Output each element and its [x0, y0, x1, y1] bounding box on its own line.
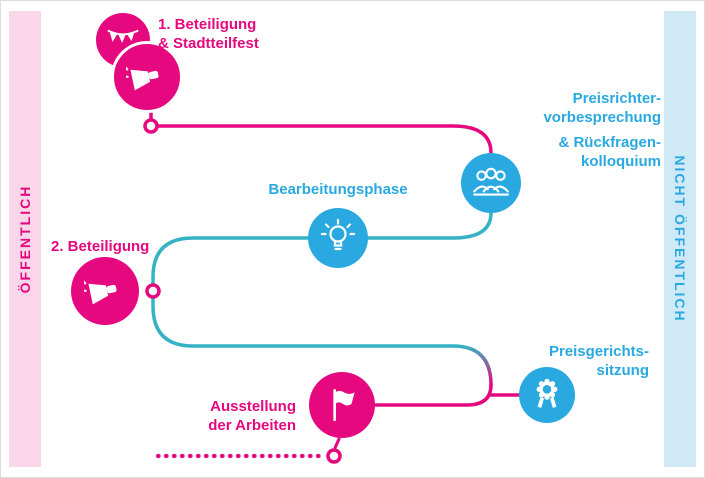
bunting-icon	[107, 29, 139, 43]
flow-segment-5-gradient	[451, 344, 493, 387]
milestone-node-3	[326, 448, 342, 464]
public-band: ÖFFENTLICH	[9, 11, 41, 467]
jury-session-badge	[519, 367, 575, 423]
jury-panel-icon	[473, 167, 509, 196]
lightbulb-icon	[320, 218, 356, 251]
megaphone-icon	[84, 278, 117, 305]
flow-segment-1	[156, 124, 493, 155]
work-phase-badge	[308, 208, 368, 268]
flow-segment-6	[374, 383, 493, 407]
megaphone-icon	[126, 64, 159, 91]
participation-1-label: 1. Beteiligung & Stadtteilfest	[158, 16, 259, 52]
jury-briefing-badge	[461, 153, 521, 213]
jury-briefing-label: Preisrichter- vorbesprechung & Rückfrage…	[543, 90, 661, 170]
participation-2-badge	[71, 257, 139, 325]
exhibition-label: Ausstellung der Arbeiten	[208, 398, 296, 434]
milestone-node-1	[143, 118, 159, 134]
participation-2-label: 2. Beteiligung	[51, 238, 150, 255]
milestone-node-2	[145, 283, 161, 299]
participation-1-badge	[111, 41, 183, 113]
award-rosette-icon	[536, 378, 558, 408]
flow-segment-2	[366, 211, 493, 240]
non-public-band: NICHT ÖFFENTLICH	[664, 11, 696, 467]
exhibition-badge	[309, 372, 375, 438]
jury-session-label: Preisgerichts- sitzung	[548, 343, 649, 379]
work-phase-label: Bearbeitungsphase	[268, 181, 408, 198]
flow-segment-flag-stub	[333, 437, 341, 450]
flow-segment-3	[151, 236, 310, 285]
flag-icon	[333, 388, 355, 422]
flow-segment-4	[151, 297, 455, 348]
